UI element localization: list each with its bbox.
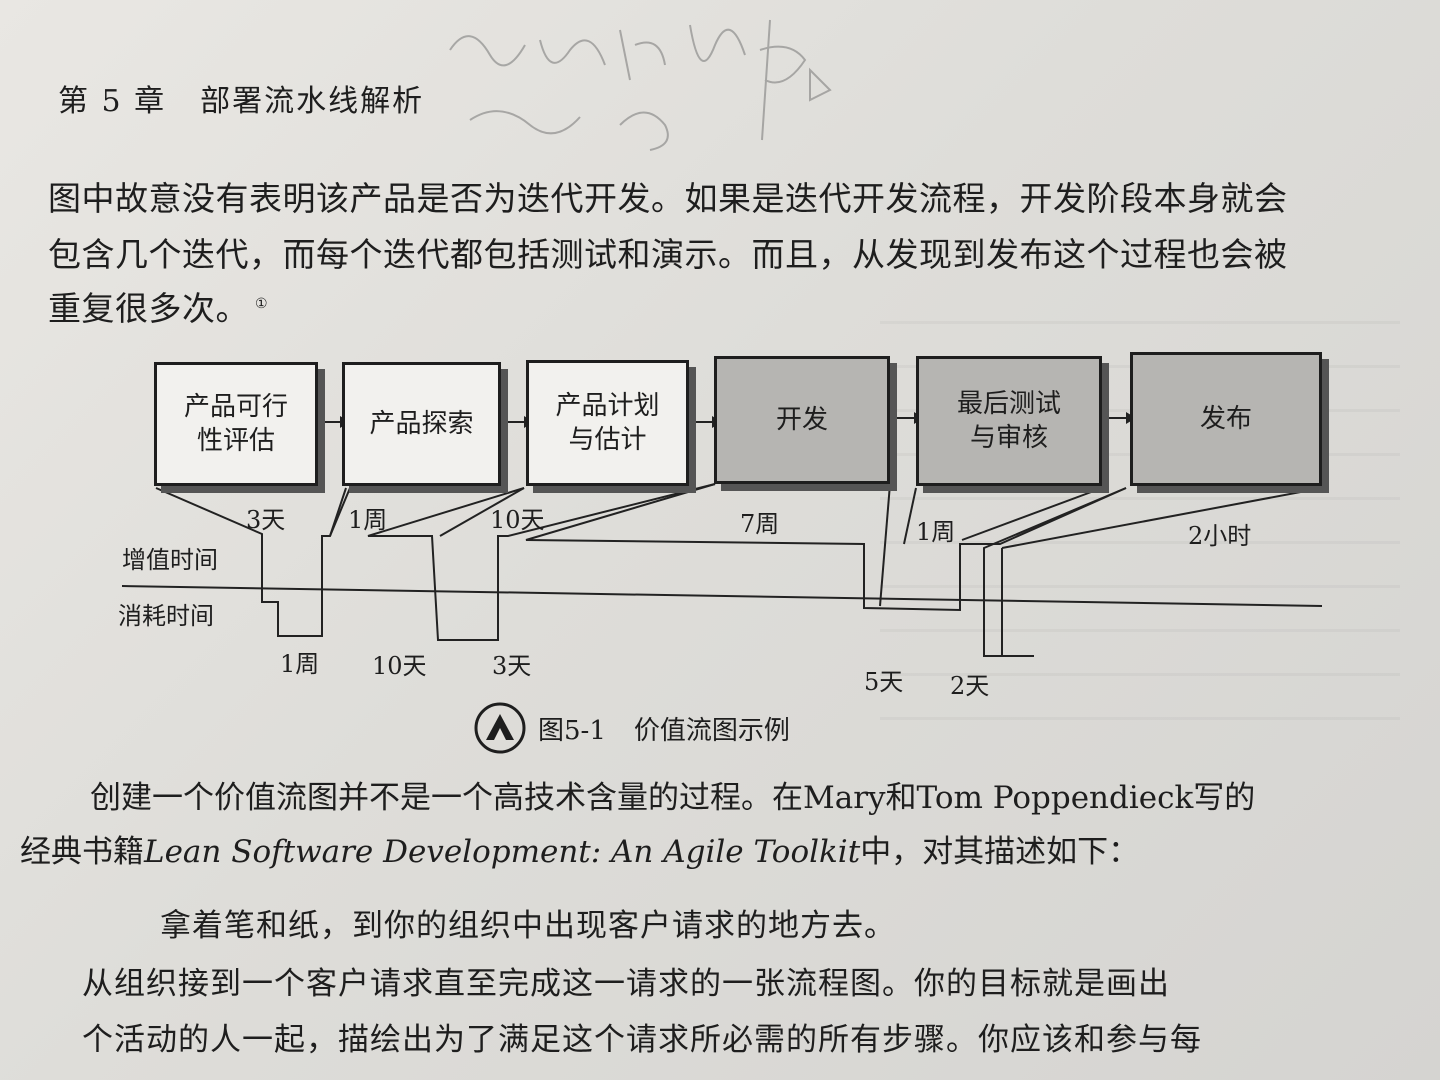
figure-title: 价值流图示例: [633, 715, 790, 746]
intro-line-3: 重复很多次。 ①: [48, 282, 268, 330]
value-time-label: 1周: [916, 518, 956, 546]
figure-caption: 图5-1 价值流图示例: [472, 700, 790, 756]
value-stream-diagram: 产品可行 性评估 产品探索 产品计划 与估计 开发 最后测试 与审核 发布 增值…: [118, 352, 1323, 700]
body-line-2-suffix: 中，对其描述如下：: [860, 834, 1140, 870]
intro-line-3-text: 重复很多次。: [48, 289, 249, 328]
chapter-number: 第 5 章: [58, 84, 167, 119]
value-time-label: 3天: [246, 506, 286, 534]
stage-feasibility: 产品可行 性评估: [154, 362, 318, 486]
stage-final-testing: 最后测试 与审核: [916, 356, 1102, 486]
value-time-label: 2小时: [1188, 522, 1252, 550]
figure-logo-icon: [474, 702, 526, 754]
figure-number: 图5-1: [538, 715, 606, 746]
wait-time-label: 5天: [864, 668, 904, 696]
intro-line-2: 包含几个迭代，而每个迭代都包括测试和演示。而且，从发现到发布这个过程也会被: [48, 235, 1288, 274]
value-time-label: 10天: [490, 506, 545, 534]
chapter-title: 部署流水线解析: [200, 84, 425, 119]
stage-label: 产品可行 性评估: [183, 392, 288, 456]
pencil-handwriting: [449, 19, 832, 151]
stage-planning: 产品计划 与估计: [526, 360, 689, 486]
wait-time-label: 10天: [372, 652, 427, 680]
wait-time-label: 2天: [950, 672, 990, 700]
quote-line-1: 拿着笔和纸，到你的组织中出现客户请求的地方去。: [160, 908, 896, 944]
body-line-2: 经典书籍Lean Software Development: An Agile …: [20, 826, 1139, 871]
wait-time-label: 3天: [492, 652, 532, 680]
body-line-1: 创建一个价值流图并不是一个高技术含量的过程。在Mary和Tom Poppendi…: [90, 780, 1256, 816]
stage-release: 发布: [1130, 352, 1322, 486]
chapter-header: 第 5 章部署流水线解析: [58, 76, 424, 120]
book-title: Lean Software Development: An Agile Tool…: [144, 834, 861, 870]
stage-label: 发布: [1199, 404, 1252, 434]
intro-line-1: 图中故意没有表明该产品是否为迭代开发。如果是迭代开发流程，开发阶段本身就会: [48, 179, 1288, 218]
value-time-label: 7周: [740, 510, 780, 538]
value-time-label: 1周: [348, 506, 388, 534]
stage-label: 产品计划 与估计: [555, 391, 660, 455]
stage-label: 产品探索: [369, 409, 474, 439]
quote-line-2: 从组织接到一个客户请求直至完成这一请求的一张流程图。你的目标就是画出: [82, 966, 1170, 1002]
value-added-row-label: 增值时间: [122, 546, 218, 574]
body-line-2-prefix: 经典书籍: [20, 834, 144, 870]
stage-development: 开发: [714, 356, 890, 484]
stage-label: 开发: [775, 405, 828, 435]
wait-time-label: 1周: [280, 650, 320, 678]
footnote-mark: ①: [255, 296, 269, 312]
stage-exploration: 产品探索: [342, 362, 501, 486]
stage-label: 最后测试 与审核: [956, 389, 1061, 453]
waste-row-label: 消耗时间: [118, 602, 214, 630]
quote-line-3: 个活动的人一起，描绘出为了满足这个请求所必需的所有步骤。你应该和参与每: [82, 1022, 1202, 1058]
